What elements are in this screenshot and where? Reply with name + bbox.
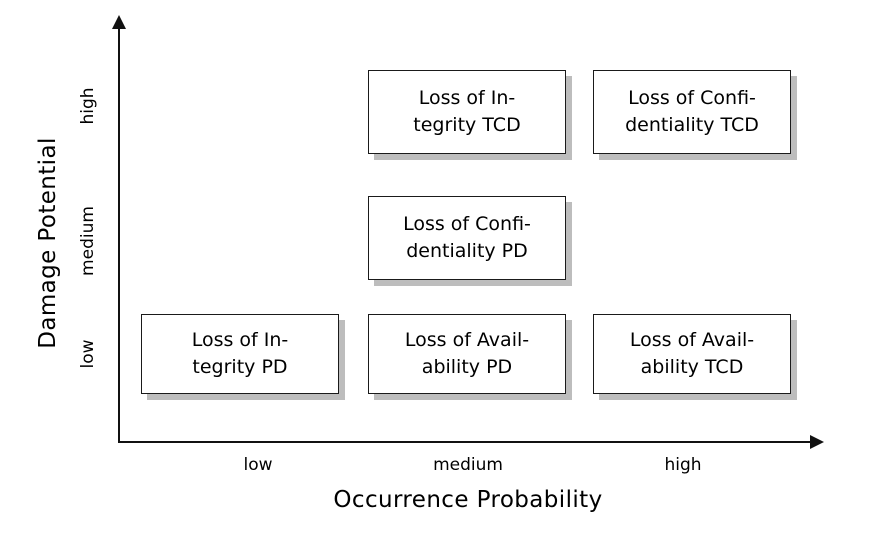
- risk-cell-label: Loss of Confi- dentiality PD: [403, 213, 531, 262]
- risk-cell-label: Loss of Avail- ability PD: [404, 329, 530, 378]
- risk-cell-label: Loss of In- tegrity TCD: [413, 87, 521, 136]
- x-axis-title: Occurrence Probability: [333, 487, 603, 513]
- risk-cell-confidentiality-pd: Loss of Confi- dentiality PD: [368, 196, 566, 280]
- y-axis-line: [118, 26, 120, 443]
- risk-cell-label: Loss of In- tegrity PD: [191, 329, 289, 378]
- risk-cell-availability-tcd: Loss of Avail- ability TCD: [593, 314, 791, 394]
- risk-cell-label: Loss of Confi- dentiality TCD: [625, 87, 759, 136]
- risk-cell-label: Loss of Avail- ability TCD: [629, 329, 755, 378]
- x-axis-line: [118, 441, 816, 443]
- risk-cell-integrity-tcd: Loss of In- tegrity TCD: [368, 70, 566, 154]
- risk-cell-integrity-pd: Loss of In- tegrity PD: [141, 314, 339, 394]
- y-axis-arrow-icon: [112, 15, 126, 29]
- risk-cell-confidentiality-tcd: Loss of Confi- dentiality TCD: [593, 70, 791, 154]
- y-tick-medium: medium: [78, 206, 98, 276]
- x-axis-arrow-icon: [810, 435, 824, 449]
- risk-cell-availability-pd: Loss of Avail- ability PD: [368, 314, 566, 394]
- y-tick-low: low: [78, 339, 98, 369]
- y-tick-high: high: [78, 87, 98, 125]
- y-axis-title: Damage Potential: [35, 137, 61, 349]
- x-tick-medium: medium: [433, 455, 503, 475]
- x-tick-low: low: [243, 455, 273, 475]
- x-tick-high: high: [664, 455, 702, 475]
